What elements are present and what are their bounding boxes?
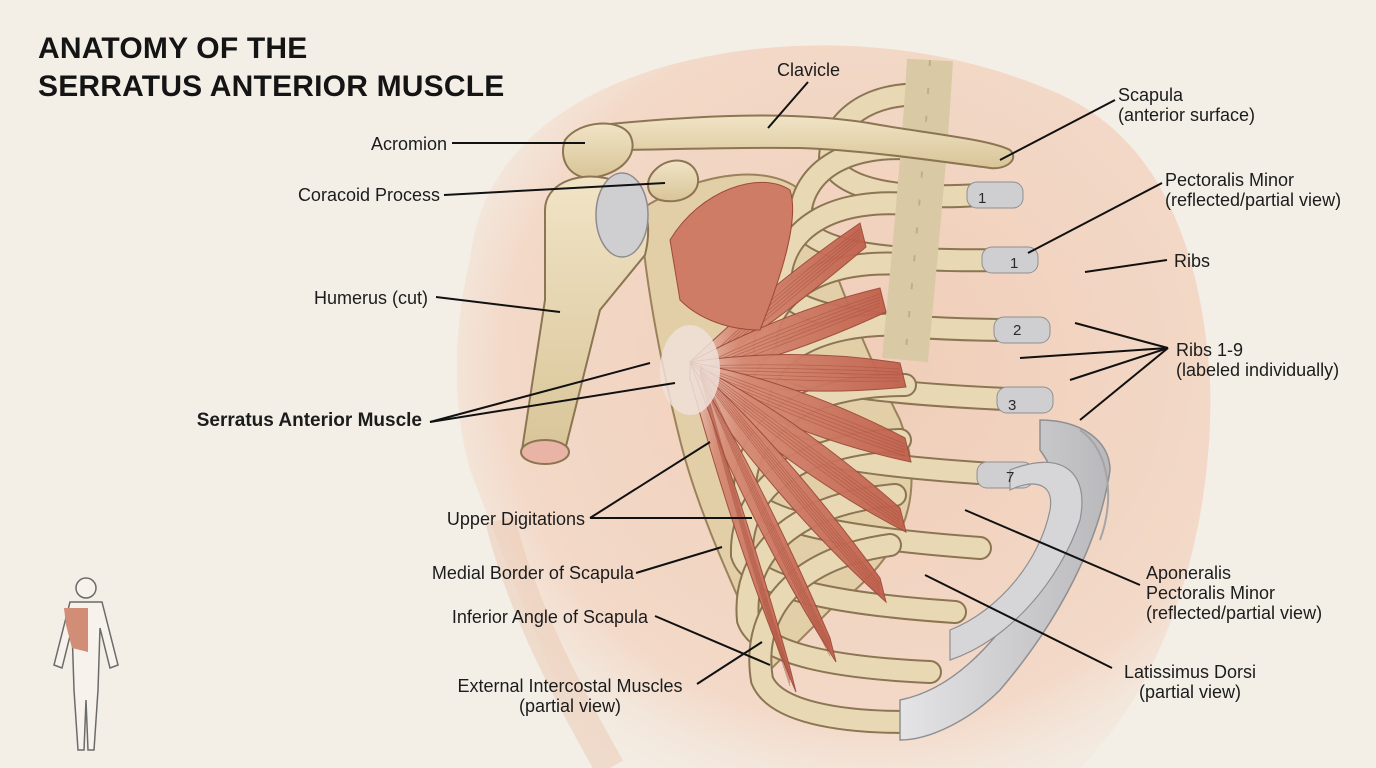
- rib-number: 7: [1006, 469, 1014, 486]
- costal-cartilage: [966, 181, 1024, 209]
- pectoralis-minor: [669, 181, 794, 331]
- label-scapula: Scapula (anterior surface): [1118, 85, 1255, 125]
- muscle-digitation: [689, 360, 887, 604]
- page-title: ANATOMY OF THE SERRATUS ANTERIOR MUSCLE: [38, 30, 504, 106]
- title-line-2: SERRATUS ANTERIOR MUSCLE: [38, 70, 505, 103]
- muscle-fiber: [699, 373, 881, 597]
- costal-cartilage: [981, 246, 1039, 274]
- muscle-fiber: [699, 364, 901, 370]
- label-external-intercostal: External Intercostal Muscles (partial vi…: [440, 676, 700, 716]
- muscle-fiber: [699, 371, 791, 684]
- muscle-fiber: [699, 365, 831, 645]
- label-aponeralis-line2: Pectoralis Minor: [1146, 583, 1276, 603]
- label-ribs-1-9-line2: (labeled individually): [1176, 360, 1340, 380]
- label-latissimus-line2: (partial view): [1138, 682, 1242, 702]
- muscle-fiber: [699, 367, 791, 678]
- muscle-fiber: [699, 369, 901, 521]
- label-ribs-1-9-line1: Ribs 1-9: [1176, 340, 1244, 360]
- label-latissimus-dorsi: Latissimus Dorsi (partial view): [1110, 662, 1270, 702]
- muscle-fiber: [699, 293, 881, 367]
- acromion-coracoid: [562, 122, 700, 203]
- spine: [882, 58, 953, 363]
- label-latissimus-line1: Latissimus Dorsi: [1123, 662, 1257, 682]
- muscle-fiber: [699, 365, 881, 585]
- rib-number: 3: [1008, 397, 1016, 414]
- costal-cartilage: [996, 386, 1054, 414]
- muscle-fiber: [699, 373, 791, 687]
- muscle-fiber: [699, 373, 831, 657]
- label-intercostal-line1: External Intercostal Muscles: [457, 676, 683, 696]
- muscle-fiber: [699, 371, 881, 594]
- label-scapula-line1: Scapula: [1118, 85, 1184, 105]
- muscle-fiber: [699, 367, 901, 518]
- muscle-fiber: [699, 367, 831, 648]
- label-aponeralis-line3: (reflected/partial view): [1146, 603, 1323, 623]
- label-aponeralis-line1: Aponeralis: [1146, 563, 1232, 583]
- label-medial-border: Medial Border of Scapula: [431, 563, 634, 583]
- serratus-anterior-muscle: [660, 222, 912, 693]
- muscle-fiber: [699, 369, 881, 591]
- costal-cartilage: [993, 316, 1051, 344]
- title-line-1: ANATOMY OF THE: [38, 32, 308, 65]
- muscle-fiber: [699, 367, 901, 373]
- label-pectoralis-minor: Pectoralis Minor (reflected/partial view…: [1165, 170, 1341, 210]
- label-intercostal-line2: (partial view): [518, 696, 622, 716]
- label-upper-digitations: Upper Digitations: [446, 509, 585, 529]
- muscle-fiber: [699, 369, 791, 681]
- muscle-fiber: [699, 365, 906, 445]
- label-ribs-1-9: Ribs 1-9 (labeled individually): [1176, 340, 1339, 380]
- muscle-tendon: [660, 325, 720, 415]
- clavicle-bone: [598, 114, 1015, 170]
- rib-number: 1: [978, 190, 986, 207]
- muscle-fiber: [699, 371, 831, 654]
- label-inferior-angle: Inferior Angle of Scapula: [451, 607, 648, 627]
- leader-lines: [429, 81, 1169, 685]
- label-clavicle: Clavicle: [777, 60, 841, 80]
- muscle-fiber: [699, 367, 906, 448]
- label-aponeralis: Aponeralis Pectoralis Minor (reflected/p…: [1146, 563, 1322, 623]
- label-acromion: Acromion: [370, 134, 447, 154]
- rib-number: 2: [1013, 322, 1021, 339]
- label-serratus-anterior: Serratus Anterior Muscle: [196, 410, 422, 431]
- rib-bone: [750, 535, 915, 732]
- muscle-fiber: [699, 371, 901, 524]
- label-ribs: Ribs: [1174, 251, 1211, 271]
- rib-number: 1: [1010, 255, 1018, 272]
- label-scapula-line2: (anterior surface): [1118, 105, 1256, 125]
- label-pectoralis-minor-line1: Pectoralis Minor: [1165, 170, 1295, 190]
- label-coracoid-process: Coracoid Process: [297, 185, 440, 205]
- muscle-fiber: [699, 365, 901, 515]
- label-pectoralis-minor-line2: (reflected/partial view): [1165, 190, 1342, 210]
- body-figure-icon: [53, 577, 119, 751]
- muscle-fiber: [699, 367, 881, 588]
- sternum-cartilage: [899, 419, 1111, 741]
- label-humerus: Humerus (cut): [313, 288, 428, 308]
- rib-number-labels: 1 1 2 3 7: [978, 190, 1021, 486]
- muscle-fiber: [699, 369, 831, 651]
